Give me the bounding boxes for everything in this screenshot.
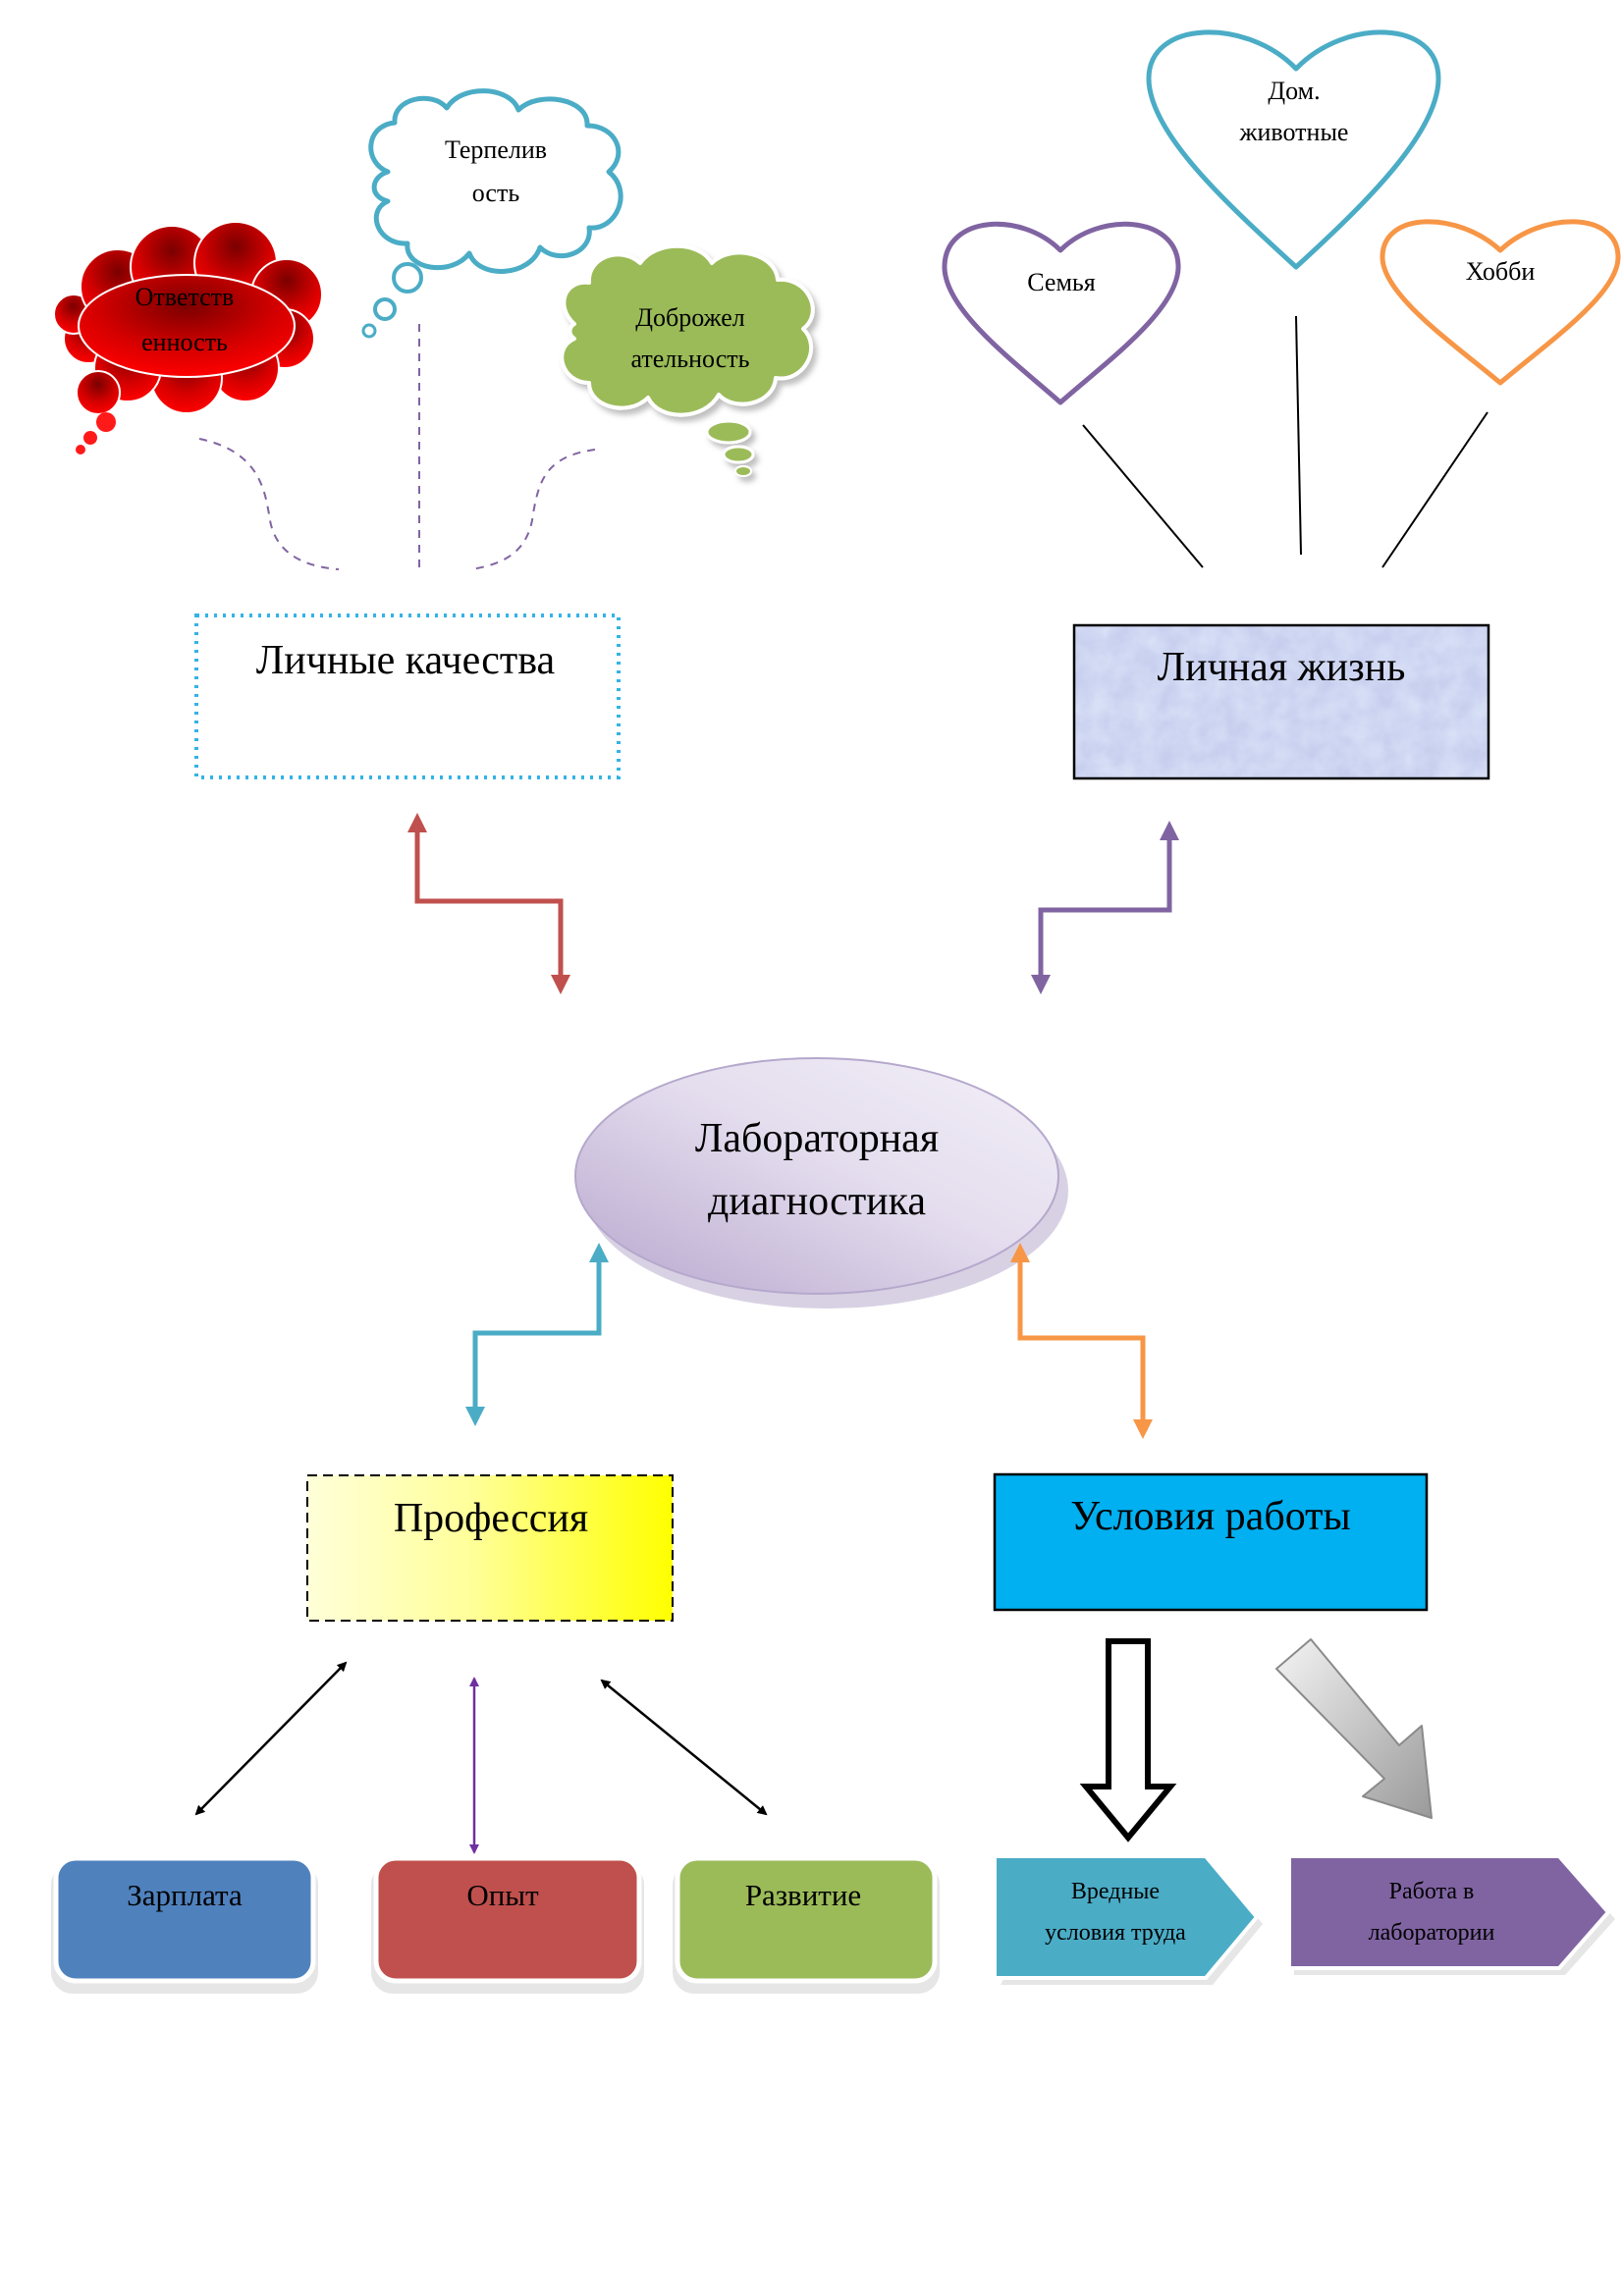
outline-down-arrow: [1079, 1638, 1177, 1842]
heart-family: Семья: [942, 221, 1181, 405]
harmful-line1: Вредные: [1071, 1879, 1160, 1904]
profession-box: Профессия: [306, 1474, 674, 1622]
pets-line1: Дом.: [1268, 77, 1320, 105]
pets-line2: животные: [1239, 118, 1349, 146]
orange-connector-arrow: [1010, 1243, 1153, 1439]
pl-connectors: [1082, 315, 1489, 568]
lab-work-line1: Работа в: [1389, 1879, 1475, 1904]
responsibility-line2: енность: [141, 328, 228, 356]
cloud-responsibility: Ответств енность: [53, 221, 323, 454]
cloud-patience: Терпелив ость: [361, 88, 623, 339]
harmful-conditions-tag: Вредные условия труда: [993, 1854, 1263, 1985]
pq-connectors: [198, 324, 596, 570]
development-label: Развитие: [745, 1878, 861, 1912]
experience-label: Опыт: [466, 1878, 539, 1912]
patience-line1: Терпелив: [445, 135, 547, 164]
personal-qualities-box: Личные качества: [194, 614, 621, 779]
center-line2: диагностика: [708, 1179, 926, 1224]
hobby-label: Хобби: [1466, 257, 1536, 286]
lab-work-line2: лаборатории: [1369, 1920, 1495, 1946]
lab-work-tag: Работа в лаборатории: [1287, 1854, 1615, 1975]
experience-box: Опыт: [371, 1855, 644, 1994]
heart-pets: Дом. животные: [1146, 29, 1441, 270]
harmful-line2: условия труда: [1045, 1920, 1186, 1946]
salary-label: Зарплата: [127, 1878, 243, 1912]
profession-title: Профессия: [394, 1496, 588, 1541]
benevolence-line1: Доброжел: [635, 303, 744, 332]
grey-diagonal-arrow: [1275, 1638, 1433, 1819]
heart-hobby: Хобби: [1380, 219, 1621, 386]
responsibility-line1: Ответств: [135, 283, 235, 311]
center-ellipse: Лабораторная диагностика: [574, 1057, 1068, 1308]
family-label: Семья: [1027, 268, 1096, 296]
work-conditions-title: Условия работы: [1070, 1494, 1350, 1539]
personal-qualities-title: Личные качества: [256, 638, 556, 683]
personal-life-title: Личная жизнь: [1158, 645, 1406, 690]
red-connector-arrow: [407, 813, 570, 994]
benevolence-line2: ательность: [631, 345, 750, 373]
center-line1: Лабораторная: [695, 1116, 939, 1161]
salary-box: Зарплата: [51, 1855, 318, 1994]
personal-life-box: Личная жизнь: [1072, 623, 1490, 780]
work-conditions-box: Условия работы: [993, 1472, 1429, 1612]
development-box: Развитие: [673, 1855, 940, 1994]
profession-arrows: [194, 1661, 768, 1854]
purple-connector-arrow: [1031, 821, 1179, 994]
blue-connector-arrow: [465, 1243, 609, 1426]
cloud-benevolence: Доброжел ательность: [560, 243, 815, 477]
patience-line2: ость: [472, 179, 520, 207]
